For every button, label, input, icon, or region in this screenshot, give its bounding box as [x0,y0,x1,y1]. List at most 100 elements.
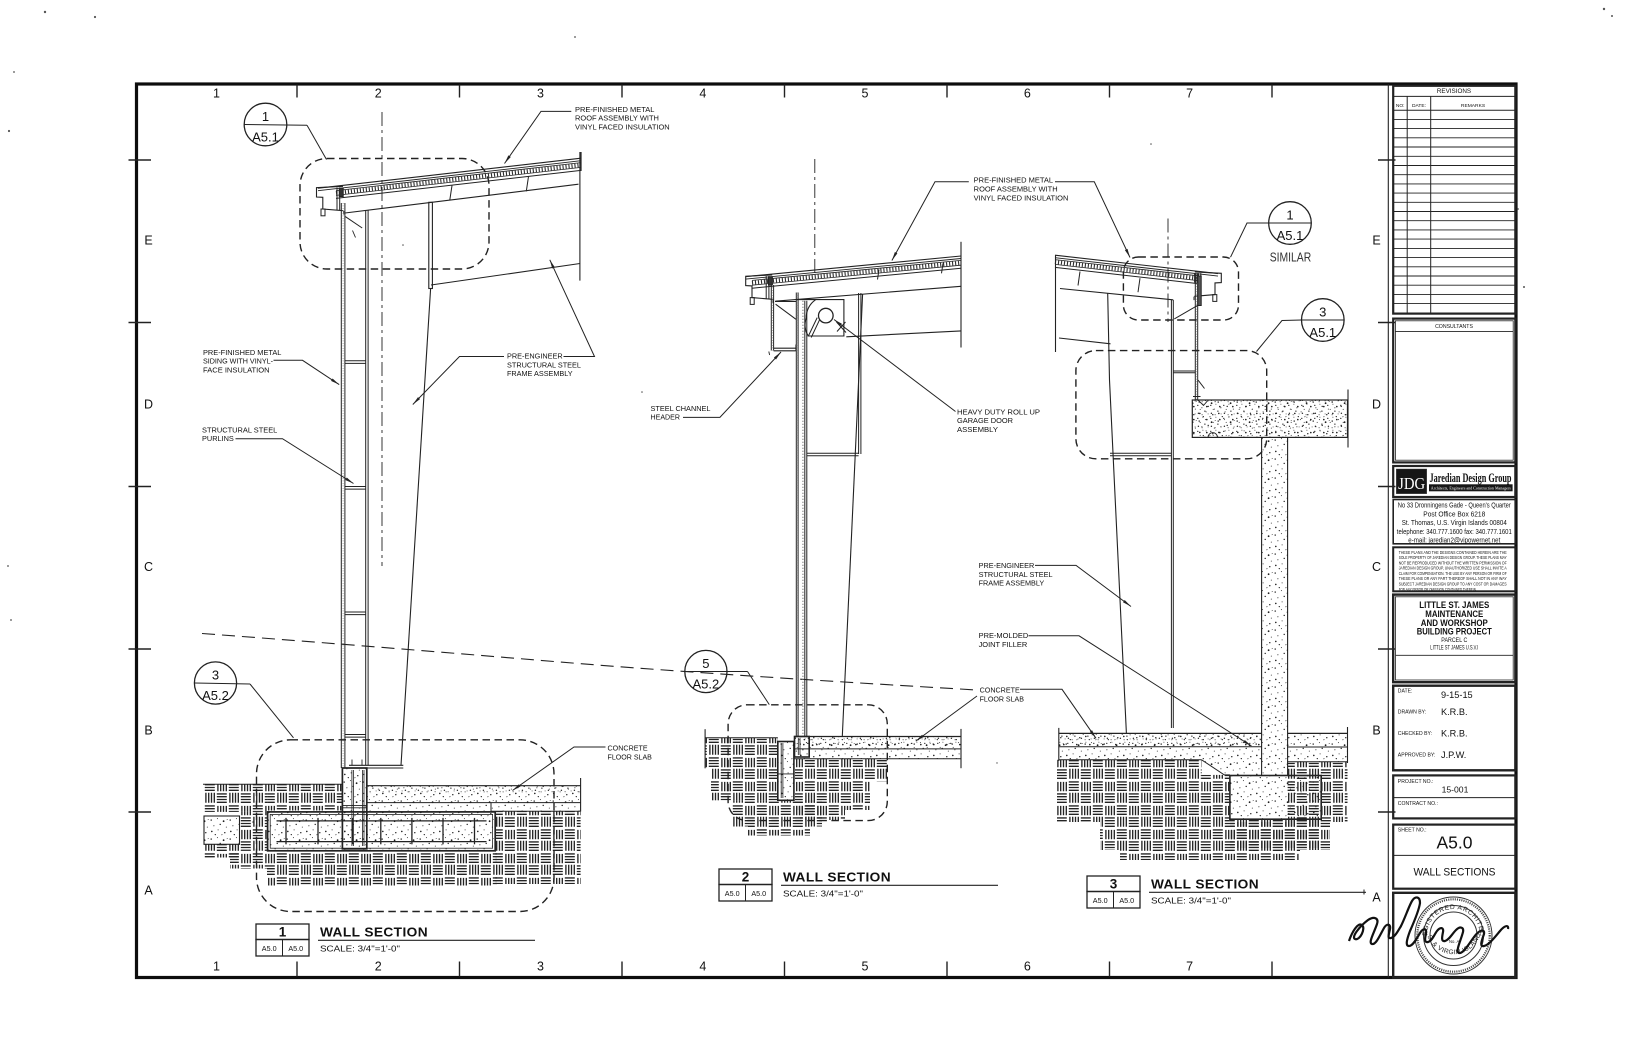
svg-text:A5.1: A5.1 [1309,325,1336,340]
svg-text:CONCRETE: CONCRETE [980,686,1020,695]
svg-text:DRAWN BY:: DRAWN BY: [1398,710,1426,716]
svg-text:No 33 Dronningens Gade - Queen: No 33 Dronningens Gade - Queen's Quarter [1398,501,1511,510]
svg-text:ASSEMBLY: ASSEMBLY [957,425,998,434]
svg-text:HEAVY DUTY ROLL UP: HEAVY DUTY ROLL UP [957,407,1040,416]
svg-text:2: 2 [375,87,382,101]
svg-text:ROOF ASSEMBLY WITH: ROOF ASSEMBLY WITH [974,185,1058,194]
svg-text:15-001: 15-001 [1442,784,1469,794]
svg-text:1: 1 [279,925,287,940]
svg-text:7: 7 [1186,87,1193,101]
svg-text:SOLE PROPERTY OF JAREDIAN DESI: SOLE PROPERTY OF JAREDIAN DESIGN GROUP. … [1399,555,1507,560]
svg-text:SCALE: 3/4"=1'-0": SCALE: 3/4"=1'-0" [320,945,400,954]
svg-text:4: 4 [699,87,706,101]
svg-text:5: 5 [702,656,709,671]
svg-text:PRE-ENGINEER: PRE-ENGINEER [979,561,1035,570]
svg-text:STEEL CHANNEL: STEEL CHANNEL [651,404,711,413]
svg-text:A5.0: A5.0 [1437,833,1473,853]
svg-text:5: 5 [862,960,869,974]
svg-text:FLOOR SLAB: FLOOR SLAB [980,694,1024,703]
svg-text:A5.1: A5.1 [1277,228,1304,243]
svg-text:WALL SECTIONS: WALL SECTIONS [1414,867,1496,879]
svg-text:1: 1 [262,109,269,124]
svg-text:D: D [1372,398,1381,412]
svg-text:CLAIM FOR COMPENSATION. THE US: CLAIM FOR COMPENSATION. THE USE BY ANY P… [1399,571,1507,576]
svg-text:D: D [144,398,153,412]
svg-text:Jaredian Design Group: Jaredian Design Group [1430,471,1512,485]
svg-text:JDG: JDG [1398,474,1425,493]
svg-text:REVISIONS: REVISIONS [1437,88,1471,95]
svg-text:E: E [1372,234,1380,248]
svg-text:FRAME ASSEMBLY: FRAME ASSEMBLY [507,369,573,378]
svg-text:STRUCTURAL STEEL: STRUCTURAL STEEL [202,425,277,434]
svg-text:9-15-15: 9-15-15 [1441,690,1473,700]
svg-text:A5.0: A5.0 [1119,896,1134,905]
svg-text:JAREDIAN DESIGN GROUP, UNAUTHO: JAREDIAN DESIGN GROUP, UNAUTHORIZED USE … [1399,566,1507,571]
svg-text:B: B [1372,724,1380,738]
svg-text:B: B [144,724,152,738]
svg-text:FLOOR SLAB: FLOOR SLAB [608,752,652,761]
svg-text:GARAGE DOOR: GARAGE DOOR [957,416,1013,425]
svg-text:PRE-MOLDED: PRE-MOLDED [979,631,1029,640]
svg-text:BUILDING PROJECT: BUILDING PROJECT [1417,627,1492,637]
svg-text:St. Thomas, U.S. Virgin Island: St. Thomas, U.S. Virgin Islands 00804 [1402,518,1507,527]
svg-text:VINYL FACED INSULATION: VINYL FACED INSULATION [575,123,670,132]
svg-text:FOR ANY ERROR OR OMISSION CONT: FOR ANY ERROR OR OMISSION CONTAINED THER… [1399,587,1477,592]
svg-text:E: E [144,234,152,248]
svg-text:STRUCTURAL STEEL: STRUCTURAL STEEL [979,570,1053,579]
svg-text:PRE-FINISHED METAL: PRE-FINISHED METAL [974,176,1053,185]
svg-text:LITTLE ST. JAMES: LITTLE ST. JAMES [1419,600,1489,610]
svg-text:FRAME ASSEMBLY: FRAME ASSEMBLY [979,579,1045,588]
svg-text:4: 4 [699,960,706,974]
svg-text:VINYL FACED INSULATION: VINYL FACED INSULATION [974,193,1069,202]
svg-text:A5.0: A5.0 [262,944,277,953]
svg-text:1: 1 [213,87,220,101]
svg-text:Architects, Engineers and Cons: Architects, Engineers and Construction M… [1431,487,1512,492]
svg-text:J.P.W.: J.P.W. [1441,750,1466,760]
svg-text:A5.0: A5.0 [288,944,303,953]
svg-text:NOT BE REPRODUCED WITHOUT THE: NOT BE REPRODUCED WITHOUT THE WRITTEN PE… [1399,560,1507,565]
svg-text:K.R.B.: K.R.B. [1441,729,1468,739]
svg-text:C: C [1372,560,1381,574]
svg-text:Post Office Box 6218: Post Office Box 6218 [1423,509,1485,518]
svg-text:CONSULTANTS: CONSULTANTS [1435,324,1473,330]
svg-text:3: 3 [537,87,544,101]
svg-text:C: C [144,560,153,574]
svg-text:CHECKED BY:: CHECKED BY: [1398,731,1432,737]
svg-text:SHEET NO.:: SHEET NO.: [1398,828,1427,834]
svg-text:3: 3 [1319,305,1326,320]
svg-text:A5.1: A5.1 [252,130,279,145]
svg-text:PROJECT NO.:: PROJECT NO.: [1398,779,1434,785]
svg-text:THESE PLANS AND THE DESIGNS CO: THESE PLANS AND THE DESIGNS CONTAINED HE… [1399,550,1507,555]
svg-text:1: 1 [1286,208,1293,223]
svg-text:telephone: 340.777.1600 fax: 3: telephone: 340.777.1600 fax: 340.777.160… [1397,527,1512,536]
svg-text:HEADER: HEADER [651,413,681,422]
svg-text:PRE-ENGINEER: PRE-ENGINEER [507,352,563,361]
svg-text:REMARKS: REMARKS [1461,103,1486,109]
svg-text:A5.2: A5.2 [693,677,720,692]
svg-text:SIDING WITH VINYL-: SIDING WITH VINYL- [203,357,274,366]
svg-text:A5.0: A5.0 [725,889,740,898]
svg-text:No. A: No. A [1449,939,1459,944]
svg-text:STRUCTURAL STEEL: STRUCTURAL STEEL [507,360,581,369]
svg-text:1: 1 [213,960,220,974]
svg-text:JOINT FILLER: JOINT FILLER [979,640,1028,649]
svg-text:A: A [144,884,153,898]
svg-text:NO:: NO: [1396,103,1405,109]
svg-text:SUBJECT JAREDIAN DESIGN GROUP: SUBJECT JAREDIAN DESIGN GROUP TO ANY COS… [1399,582,1507,587]
svg-text:e-mail: jaredian2@vipowernet.n: e-mail: jaredian2@vipowernet.net [1408,536,1500,545]
svg-text:A5.0: A5.0 [1093,896,1108,905]
svg-text:A: A [1372,891,1381,905]
svg-text:SCALE: 3/4"=1'-0": SCALE: 3/4"=1'-0" [783,890,863,899]
svg-text:3: 3 [537,960,544,974]
svg-text:LITTLE ST JAMES U.S.V.I: LITTLE ST JAMES U.S.V.I [1430,645,1478,651]
svg-text:K.R.B.: K.R.B. [1441,707,1468,717]
svg-text:PRE-FINISHED METAL: PRE-FINISHED METAL [575,105,654,114]
svg-text:CONTRACT NO.:: CONTRACT NO.: [1398,801,1438,807]
svg-text:WALL SECTION: WALL SECTION [783,870,891,885]
svg-text:2: 2 [375,960,382,974]
svg-text:2: 2 [742,870,750,885]
svg-text:DATE:: DATE: [1398,689,1413,695]
svg-text:A5.2: A5.2 [202,688,229,703]
svg-text:DATE:: DATE: [1412,103,1426,109]
svg-text:PURLINS: PURLINS [202,434,234,443]
